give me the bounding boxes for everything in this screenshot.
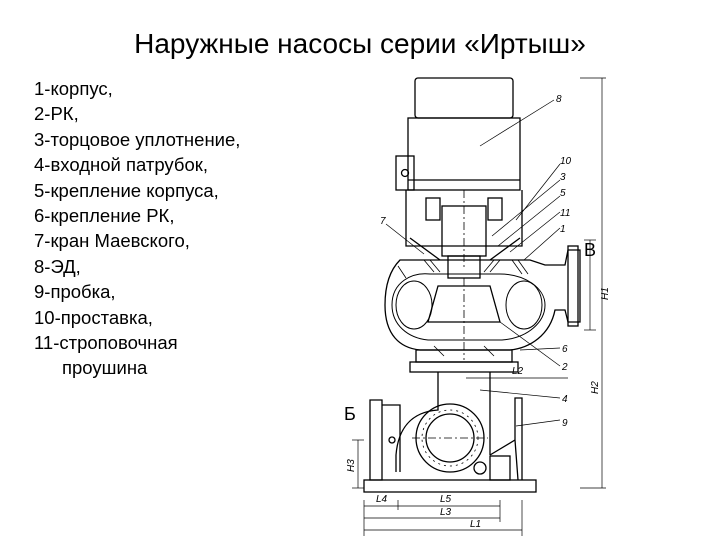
terminal-box <box>395 155 415 191</box>
callout-label: 1 <box>560 224 566 235</box>
dimension-label: H2 <box>590 381 601 394</box>
dimension-label: H3 <box>346 459 357 472</box>
legend-item: 4-входной патрубок, <box>34 154 209 176</box>
legend-item: 10-проставка, <box>34 306 153 328</box>
dimension-label: H1 <box>600 287 611 300</box>
volute-casing <box>384 249 581 351</box>
dimension-label: L4 <box>376 494 388 505</box>
dimension-label: L2 <box>512 366 524 377</box>
motor-housing <box>407 117 521 191</box>
dimension-label: L1 <box>470 519 481 530</box>
motor-body <box>414 77 514 119</box>
legend-list: 1-корпус, 2-РК, 3-торцовое уплотнение, 4… <box>34 76 364 381</box>
legend-item: 8-ЭД, <box>34 255 81 277</box>
legend-item: 9-пробка, <box>34 281 116 303</box>
legend-item: 1-корпус, <box>34 78 113 99</box>
callout-label: 6 <box>562 344 568 355</box>
pump-drawing: 8 10 3 5 11 1 6 2 4 9 7 В Б H1 H2 L2 H3 … <box>344 77 611 536</box>
callout-label: 9 <box>562 418 568 429</box>
callout-label: 3 <box>560 172 566 183</box>
legend-item: 7-кран Маевского, <box>34 230 190 252</box>
legend-item: 11-строповочная <box>34 332 178 354</box>
inlet-port-label: Б <box>344 404 356 424</box>
callout-label: 7 <box>380 216 386 227</box>
legend-item: 6-крепление РК, <box>34 205 175 227</box>
legend-item-continuation: проушина <box>62 357 148 379</box>
slide-title: Наружные насосы серии «Иртыш» <box>134 28 586 59</box>
inlet-pipe <box>395 372 491 472</box>
callout-label: 5 <box>560 188 566 199</box>
legend-item: 3-торцовое уплотнение, <box>34 128 241 150</box>
callout-label: 10 <box>560 156 572 167</box>
outlet-port-label: В <box>584 240 596 260</box>
callout-label: 11 <box>560 208 570 219</box>
callout-label: 4 <box>562 394 568 405</box>
dimension-label: L3 <box>440 507 452 518</box>
callout-label: 8 <box>556 94 562 105</box>
callout-label: 2 <box>561 362 568 373</box>
legend-item: 5-крепление корпуса, <box>34 179 219 201</box>
legend-item: 2-РК, <box>34 103 79 125</box>
dimension-label: L5 <box>440 494 452 505</box>
